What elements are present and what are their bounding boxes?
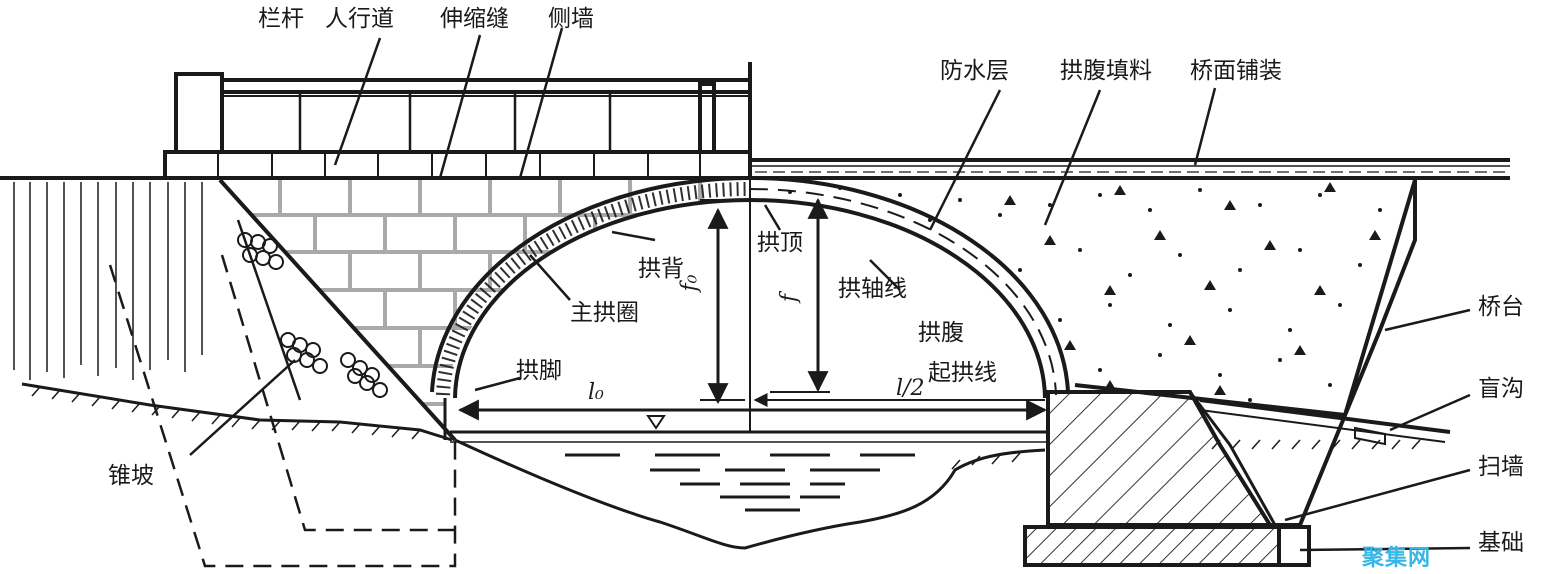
- watermark: 聚集网: [1362, 546, 1432, 571]
- label-side-wall: 侧墙: [548, 6, 594, 32]
- label-arch-axis: 拱轴线: [838, 276, 907, 302]
- label-foundation: 基础: [1478, 530, 1524, 556]
- label-arch-crown: 拱顶: [757, 230, 803, 256]
- cone-slope: [108, 219, 457, 568]
- symbol-half-span: l/2: [896, 376, 925, 401]
- leader-lines: [189, 27, 1471, 552]
- label-railing: 栏杆: [258, 6, 304, 32]
- label-springing-line: 起拱线: [928, 360, 997, 386]
- label-abutment: 桥台: [1478, 294, 1524, 320]
- label-deck-pavement: 桥面铺装: [1190, 58, 1282, 84]
- blind-ditch: [1199, 398, 1451, 446]
- symbol-clear-rise: f₀: [677, 274, 703, 292]
- label-arch-back: 拱背: [638, 256, 684, 282]
- railing-and-sidewalk: [163, 62, 752, 180]
- river-bed: [454, 438, 1046, 550]
- label-spandrel-fill: 拱腹填料: [1060, 58, 1152, 84]
- label-main-arch-ring: 主拱圈: [570, 300, 639, 326]
- symbol-rise: f: [777, 293, 803, 303]
- label-sweep-wall: 扫墙: [1478, 454, 1524, 480]
- label-waterproof-layer: 防水层: [940, 58, 1009, 84]
- symbol-clear-span: l₀: [588, 380, 604, 405]
- abutment: [1023, 179, 1417, 567]
- label-expansion-joint: 伸缩缝: [440, 6, 509, 32]
- label-intrados: 拱腹: [918, 320, 964, 346]
- label-blind-ditch: 盲沟: [1478, 376, 1524, 402]
- ground-ticks: [31, 386, 1421, 470]
- water-level: [450, 415, 1050, 443]
- label-cone-slope: 锥坡: [108, 463, 154, 489]
- dimension-lines: [457, 197, 1048, 421]
- label-arch-foot: 拱脚: [516, 358, 562, 384]
- label-sidewalk: 人行道: [325, 6, 394, 32]
- left-embankment-hatching: [13, 182, 203, 380]
- main-arch-ring: [430, 176, 1070, 399]
